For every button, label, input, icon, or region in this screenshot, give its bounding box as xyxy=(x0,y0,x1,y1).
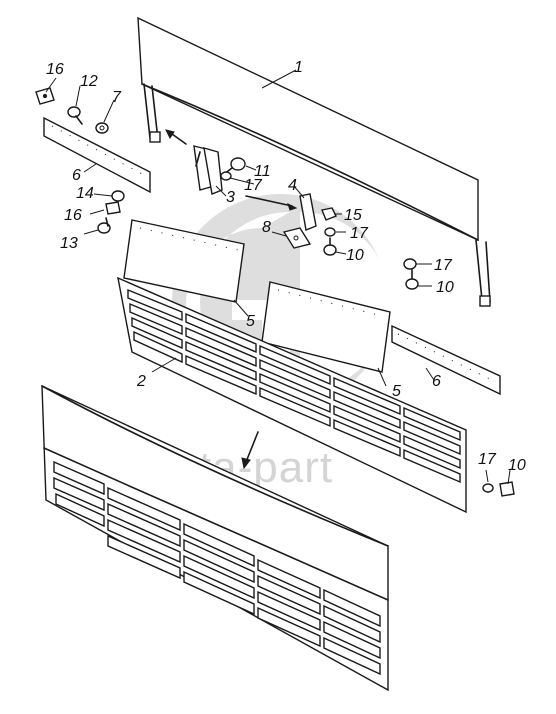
callout-10b: 10 xyxy=(436,279,454,296)
callout-16a: 16 xyxy=(46,61,64,78)
callout-15: 15 xyxy=(344,207,362,224)
inner-grille xyxy=(117,276,467,514)
leader-lines xyxy=(45,69,511,485)
direction-arrows xyxy=(165,129,298,470)
callout-5a: 5 xyxy=(246,313,255,330)
callout-16b: 16 xyxy=(64,207,82,224)
callout-17b: 17 xyxy=(350,225,369,242)
callout-1: 1 xyxy=(294,59,303,76)
callout-13: 13 xyxy=(60,235,78,252)
fasteners xyxy=(35,87,515,497)
callout-7: 7 xyxy=(112,89,122,106)
seal-panels xyxy=(123,219,391,373)
callout-8: 8 xyxy=(262,219,271,236)
callout-2: 2 xyxy=(136,373,146,390)
callout-17d: 17 xyxy=(478,451,497,468)
callout-12: 12 xyxy=(80,73,98,90)
callout-10a: 10 xyxy=(346,247,364,264)
bracket-3 xyxy=(193,145,223,195)
callout-10c: 10 xyxy=(508,457,526,474)
callout-11: 11 xyxy=(254,163,271,180)
trim-strips xyxy=(43,116,501,396)
upper-panel xyxy=(137,16,491,307)
callout-3: 3 xyxy=(226,189,235,206)
callout-6a: 6 xyxy=(72,167,81,184)
callout-4: 4 xyxy=(288,177,297,194)
callout-labels: 1 2 3 4 5 5 6 6 7 8 10 10 10 11 12 13 14… xyxy=(46,59,526,474)
outer-grille xyxy=(41,384,389,692)
callout-5b: 5 xyxy=(392,383,401,400)
callout-6b: 6 xyxy=(432,373,441,390)
callout-14: 14 xyxy=(76,185,94,202)
callout-17c: 17 xyxy=(434,257,453,274)
callout-17a: 17 xyxy=(244,177,263,194)
